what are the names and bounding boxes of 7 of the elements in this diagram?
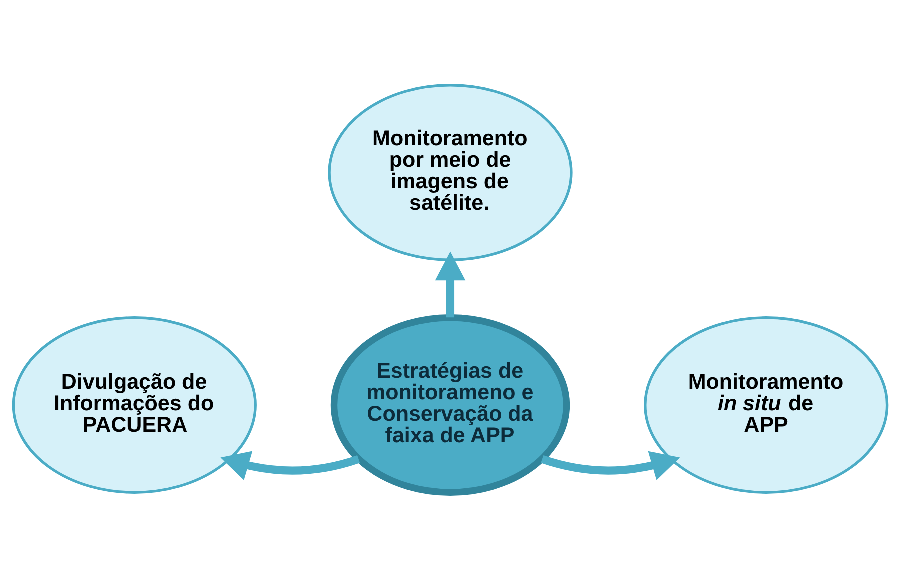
node-ellipse: Estratégias de monitorameno e Conservação da faixa de APP: [330, 314, 570, 496]
node-ellipse: Divulgação de Informações do PACUERA: [12, 316, 257, 494]
arrow: [435, 252, 466, 318]
arrow: [220, 451, 360, 480]
node-ellipse: Monitoramento in situ de APP: [644, 316, 889, 494]
node-ellipse: Monitoramento por meio de imagens de satélite.: [328, 84, 573, 262]
arrow: [541, 451, 680, 480]
